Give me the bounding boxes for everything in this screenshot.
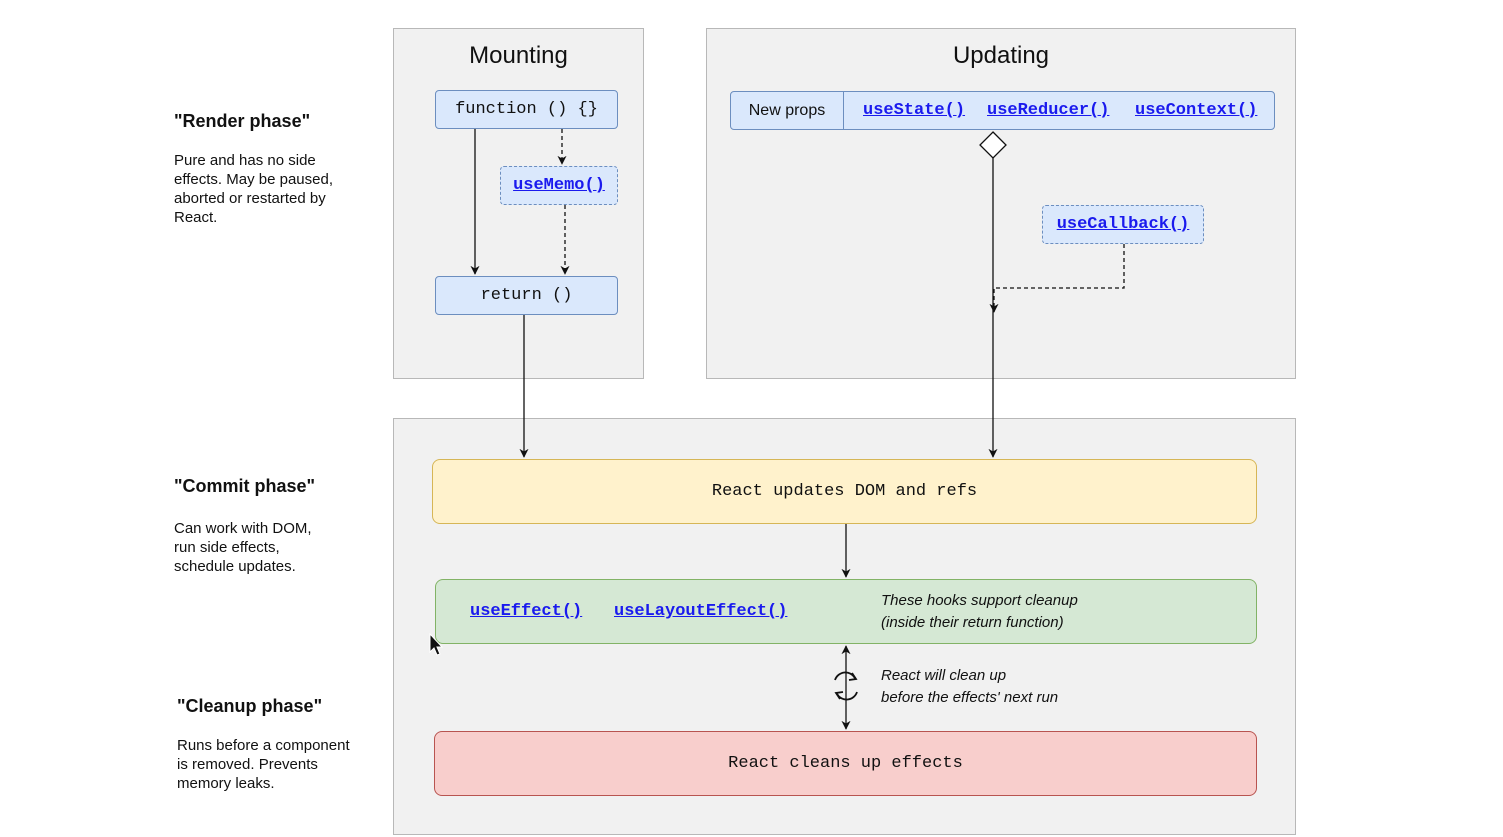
usecontext-link[interactable]: useContext()	[1135, 101, 1258, 120]
render-phase-title: "Render phase"	[174, 111, 311, 131]
diamond-connector	[979, 131, 1007, 159]
cleanup-note-line2: before the effects' next run	[881, 689, 1059, 706]
uselayouteffect-link[interactable]: useLayoutEffect()	[614, 602, 788, 621]
cleanup-note-line1: React will clean up	[881, 667, 1007, 684]
usememo-box: useMemo()	[500, 166, 618, 205]
commit-phase-title: "Commit phase"	[174, 476, 316, 496]
render-phase-description: Pure and has no side effects. May be pau…	[174, 152, 333, 226]
new-props-divider	[843, 92, 844, 129]
effects-note-line2: (inside their return function)	[881, 614, 1064, 631]
cleanup-label: React cleans up effects	[728, 754, 963, 773]
function-box: function () {}	[435, 90, 618, 129]
refresh-cycle-icon	[834, 671, 858, 701]
usecallback-box: useCallback()	[1042, 205, 1204, 244]
commit-phase-description: Can work with DOM, run side effects, sch…	[174, 520, 312, 575]
cleanup-phase-description: Runs before a component is removed. Prev…	[177, 737, 350, 792]
cleanup-phase-title: "Cleanup phase"	[177, 696, 323, 716]
dom-update-label: React updates DOM and refs	[711, 482, 978, 501]
mouse-pointer-icon	[429, 632, 444, 656]
new-props-label: New props	[748, 101, 826, 119]
usereducer-link[interactable]: useReducer()	[987, 101, 1110, 120]
updating-panel: Updating	[706, 28, 1296, 379]
function-label: function () {}	[455, 100, 598, 119]
effects-note-line1: These hooks support cleanup	[881, 592, 1078, 609]
return-box: return ()	[435, 276, 618, 315]
dom-update-box: React updates DOM and refs	[432, 459, 1257, 524]
effects-box: useEffect() useLayoutEffect()	[435, 579, 1257, 644]
usememo-link[interactable]: useMemo()	[513, 176, 605, 195]
cleanup-note: React will clean up before the effects' …	[881, 665, 1058, 709]
cleanup-box: React cleans up effects	[434, 731, 1257, 796]
usecallback-link[interactable]: useCallback()	[1056, 215, 1190, 234]
effects-note: These hooks support cleanup (inside thei…	[881, 590, 1078, 634]
arrow-usecallback-to-line	[989, 244, 1125, 313]
new-props-box: New props useState() useReducer() useCon…	[730, 91, 1275, 130]
usestate-link[interactable]: useState()	[863, 101, 966, 120]
useeffect-link[interactable]: useEffect()	[470, 602, 583, 621]
return-label: return ()	[480, 286, 573, 305]
updating-title: Updating	[952, 42, 1050, 69]
mounting-title: Mounting	[469, 42, 568, 69]
